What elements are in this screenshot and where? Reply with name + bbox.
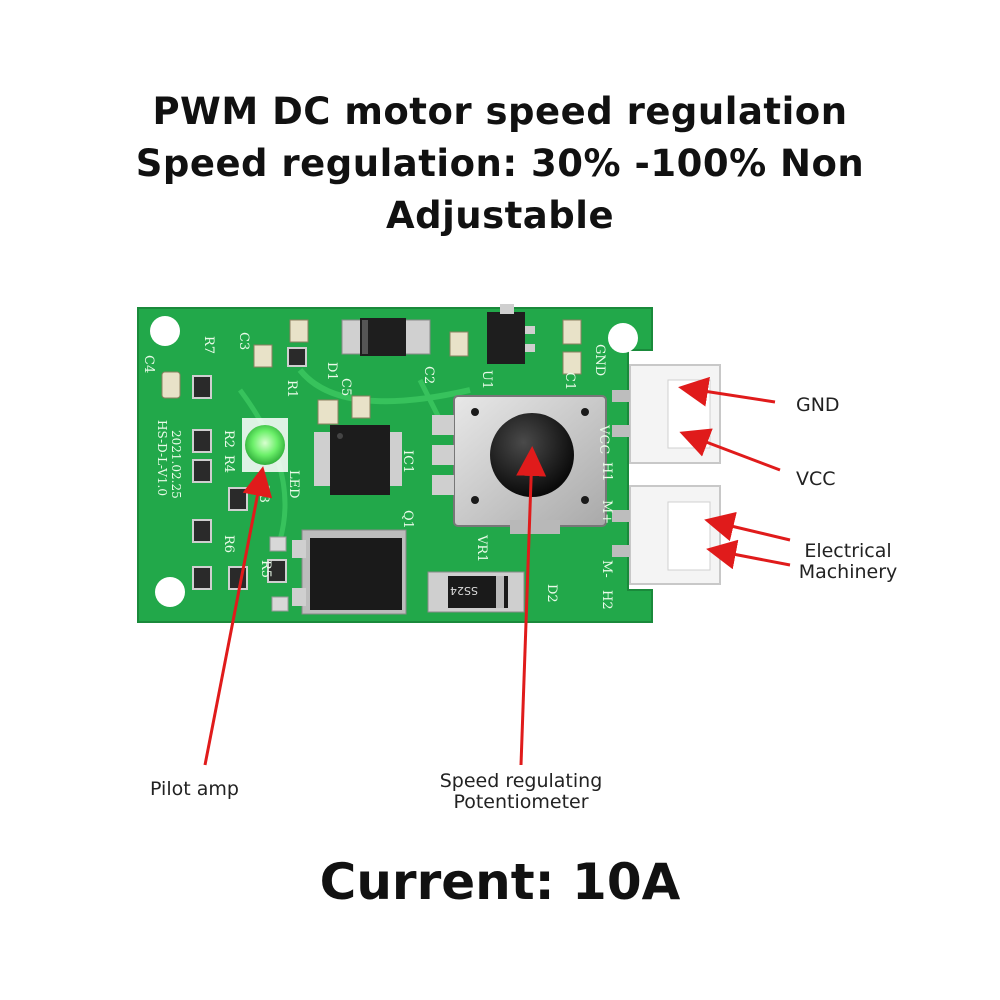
title-line-3: Adjustable [385, 194, 615, 237]
silk-date: 2021.02.25 [169, 430, 183, 499]
silk-u1: U1 [479, 370, 494, 389]
title-line-2: Speed regulation: 30% -100% Non [135, 142, 865, 185]
silk-r2: R2 [221, 430, 236, 448]
arrow-vcc [679, 428, 781, 472]
silk-m-plus: M+ [599, 500, 614, 524]
title-line-1: PWM DC motor speed regulation [152, 90, 848, 133]
silk-c2: C2 [421, 366, 436, 384]
pilot-led [242, 418, 288, 472]
silk-d2: D2 [544, 584, 559, 603]
annotation-arrows [203, 376, 791, 766]
silk-r4: R4 [221, 455, 236, 473]
mosfet-q1 [292, 529, 407, 615]
current-rating: Current: 10A [319, 853, 681, 911]
diode-d1 [341, 318, 431, 356]
mounting-hole [155, 577, 185, 607]
silk-vcc: VCC [596, 424, 611, 454]
silk-gnd: GND [592, 344, 607, 376]
silk-r1: R1 [284, 380, 299, 398]
label-vcc: VCC [796, 468, 836, 490]
mounting-hole [150, 316, 180, 346]
label-pot-line1: Speed regulating [439, 770, 603, 792]
silk-c5: C5 [338, 378, 353, 396]
label-pot-line2: Potentiometer [453, 791, 589, 813]
silk-q1: Q1 [400, 510, 415, 529]
chip-ic1 [314, 425, 402, 495]
silk-led: LED [286, 470, 301, 499]
label-motor-line1: Electrical [804, 540, 892, 562]
regulator-u1 [487, 304, 535, 364]
silk-r7: R7 [201, 336, 216, 354]
arrow-potentiometer [516, 446, 547, 766]
label-pilot-lamp: Pilot amp [150, 778, 239, 800]
diode-d2 [427, 571, 525, 613]
arrow-motor-plus [704, 511, 791, 542]
silk-model: HS-D-L-V1.0 [155, 420, 169, 496]
arrow-gnd [678, 376, 776, 407]
silk-ic1: IC1 [400, 450, 415, 473]
silk-c4: C4 [141, 355, 156, 373]
silk-m-minus: M- [599, 560, 614, 578]
silk-c1: C1 [562, 372, 577, 390]
silk-r6: R6 [221, 535, 236, 553]
silk-r5: R5 [258, 560, 273, 578]
silk-h1: H1 [599, 462, 614, 482]
silk-c3: C3 [236, 332, 251, 350]
silk-vr1: VR1 [474, 534, 489, 562]
arrow-pilot-lamp [203, 466, 273, 766]
label-motor-line2: Machinery [798, 561, 898, 583]
potentiometer-vr1 [432, 395, 607, 534]
arrow-motor-minus [706, 539, 791, 570]
silk-h2: H2 [599, 590, 614, 610]
silk-ss24: SS24 [450, 584, 478, 597]
label-gnd: GND [796, 394, 840, 416]
silk-d1: D1 [324, 362, 339, 381]
mounting-hole [608, 323, 638, 353]
